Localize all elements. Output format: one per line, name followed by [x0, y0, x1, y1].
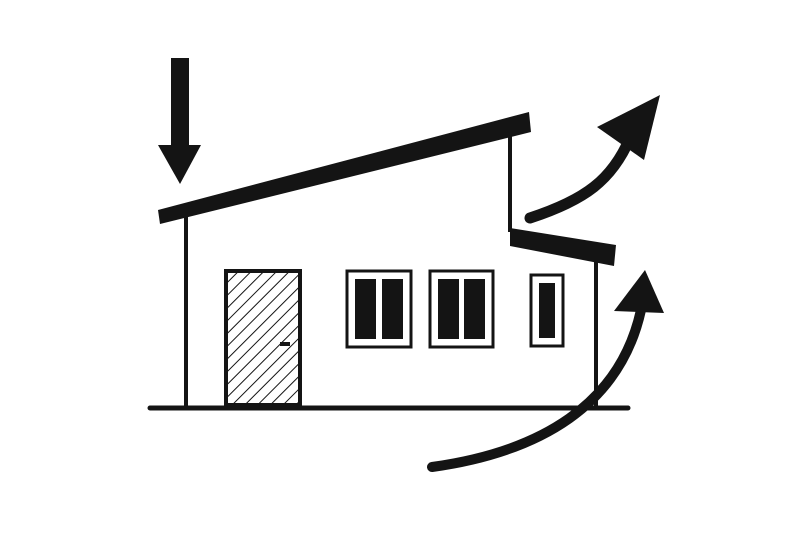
upper-roof: [158, 112, 531, 224]
door-handle: [280, 342, 290, 346]
arrow-down-icon: [158, 58, 201, 184]
curved-arrow-up-right-icon: [524, 95, 660, 224]
window-narrow: [529, 273, 565, 348]
window-double-right: [428, 269, 495, 349]
window-double-left: [345, 269, 413, 349]
door: [224, 269, 302, 407]
curved-arrow-up-icon: [427, 270, 664, 472]
lower-roof: [510, 228, 616, 266]
